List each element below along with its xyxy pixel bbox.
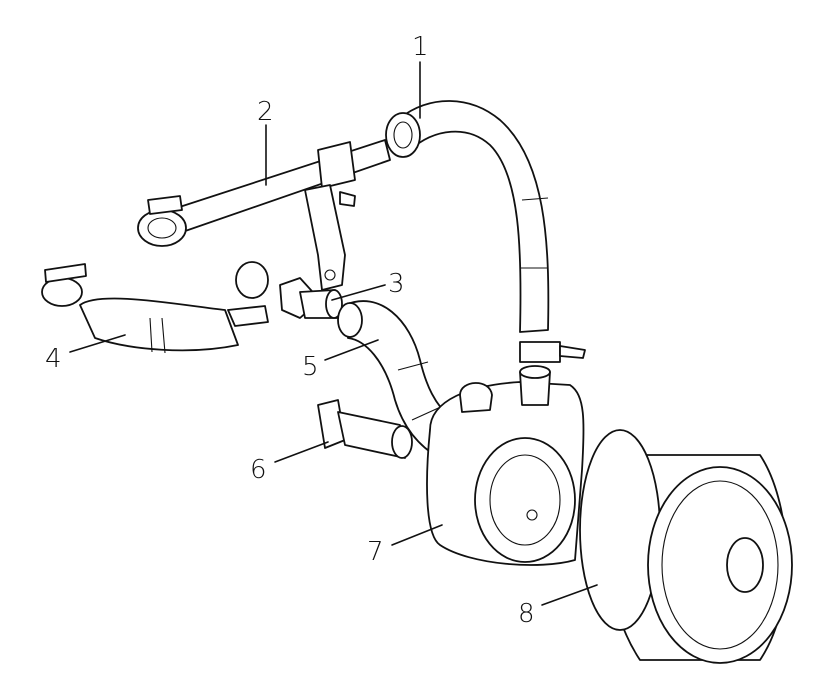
leader-8	[541, 584, 598, 606]
part-1-upper-hose	[385, 100, 586, 363]
leader-7	[391, 524, 443, 546]
callout-3: 3	[388, 269, 405, 299]
leader-6	[274, 441, 329, 463]
part-7-oil-cooler	[426, 365, 585, 566]
part-2-pipe	[137, 139, 391, 291]
callout-4: 4	[45, 344, 62, 374]
callout-2: 2	[257, 97, 274, 127]
callout-7: 7	[367, 537, 384, 567]
part-8-oil-filter	[579, 429, 793, 664]
leader-3	[331, 284, 386, 301]
callout-1: 1	[412, 32, 429, 62]
leader-lines	[69, 61, 598, 606]
leader-4	[69, 334, 126, 353]
part-4-hose	[41, 263, 269, 354]
part-3-fitting	[235, 261, 343, 319]
part-6-adapter	[317, 399, 413, 459]
leader-5	[324, 339, 379, 361]
callout-8: 8	[518, 599, 535, 629]
callout-6: 6	[250, 455, 267, 485]
callout-5: 5	[302, 352, 319, 382]
part-5-hose	[337, 300, 549, 479]
